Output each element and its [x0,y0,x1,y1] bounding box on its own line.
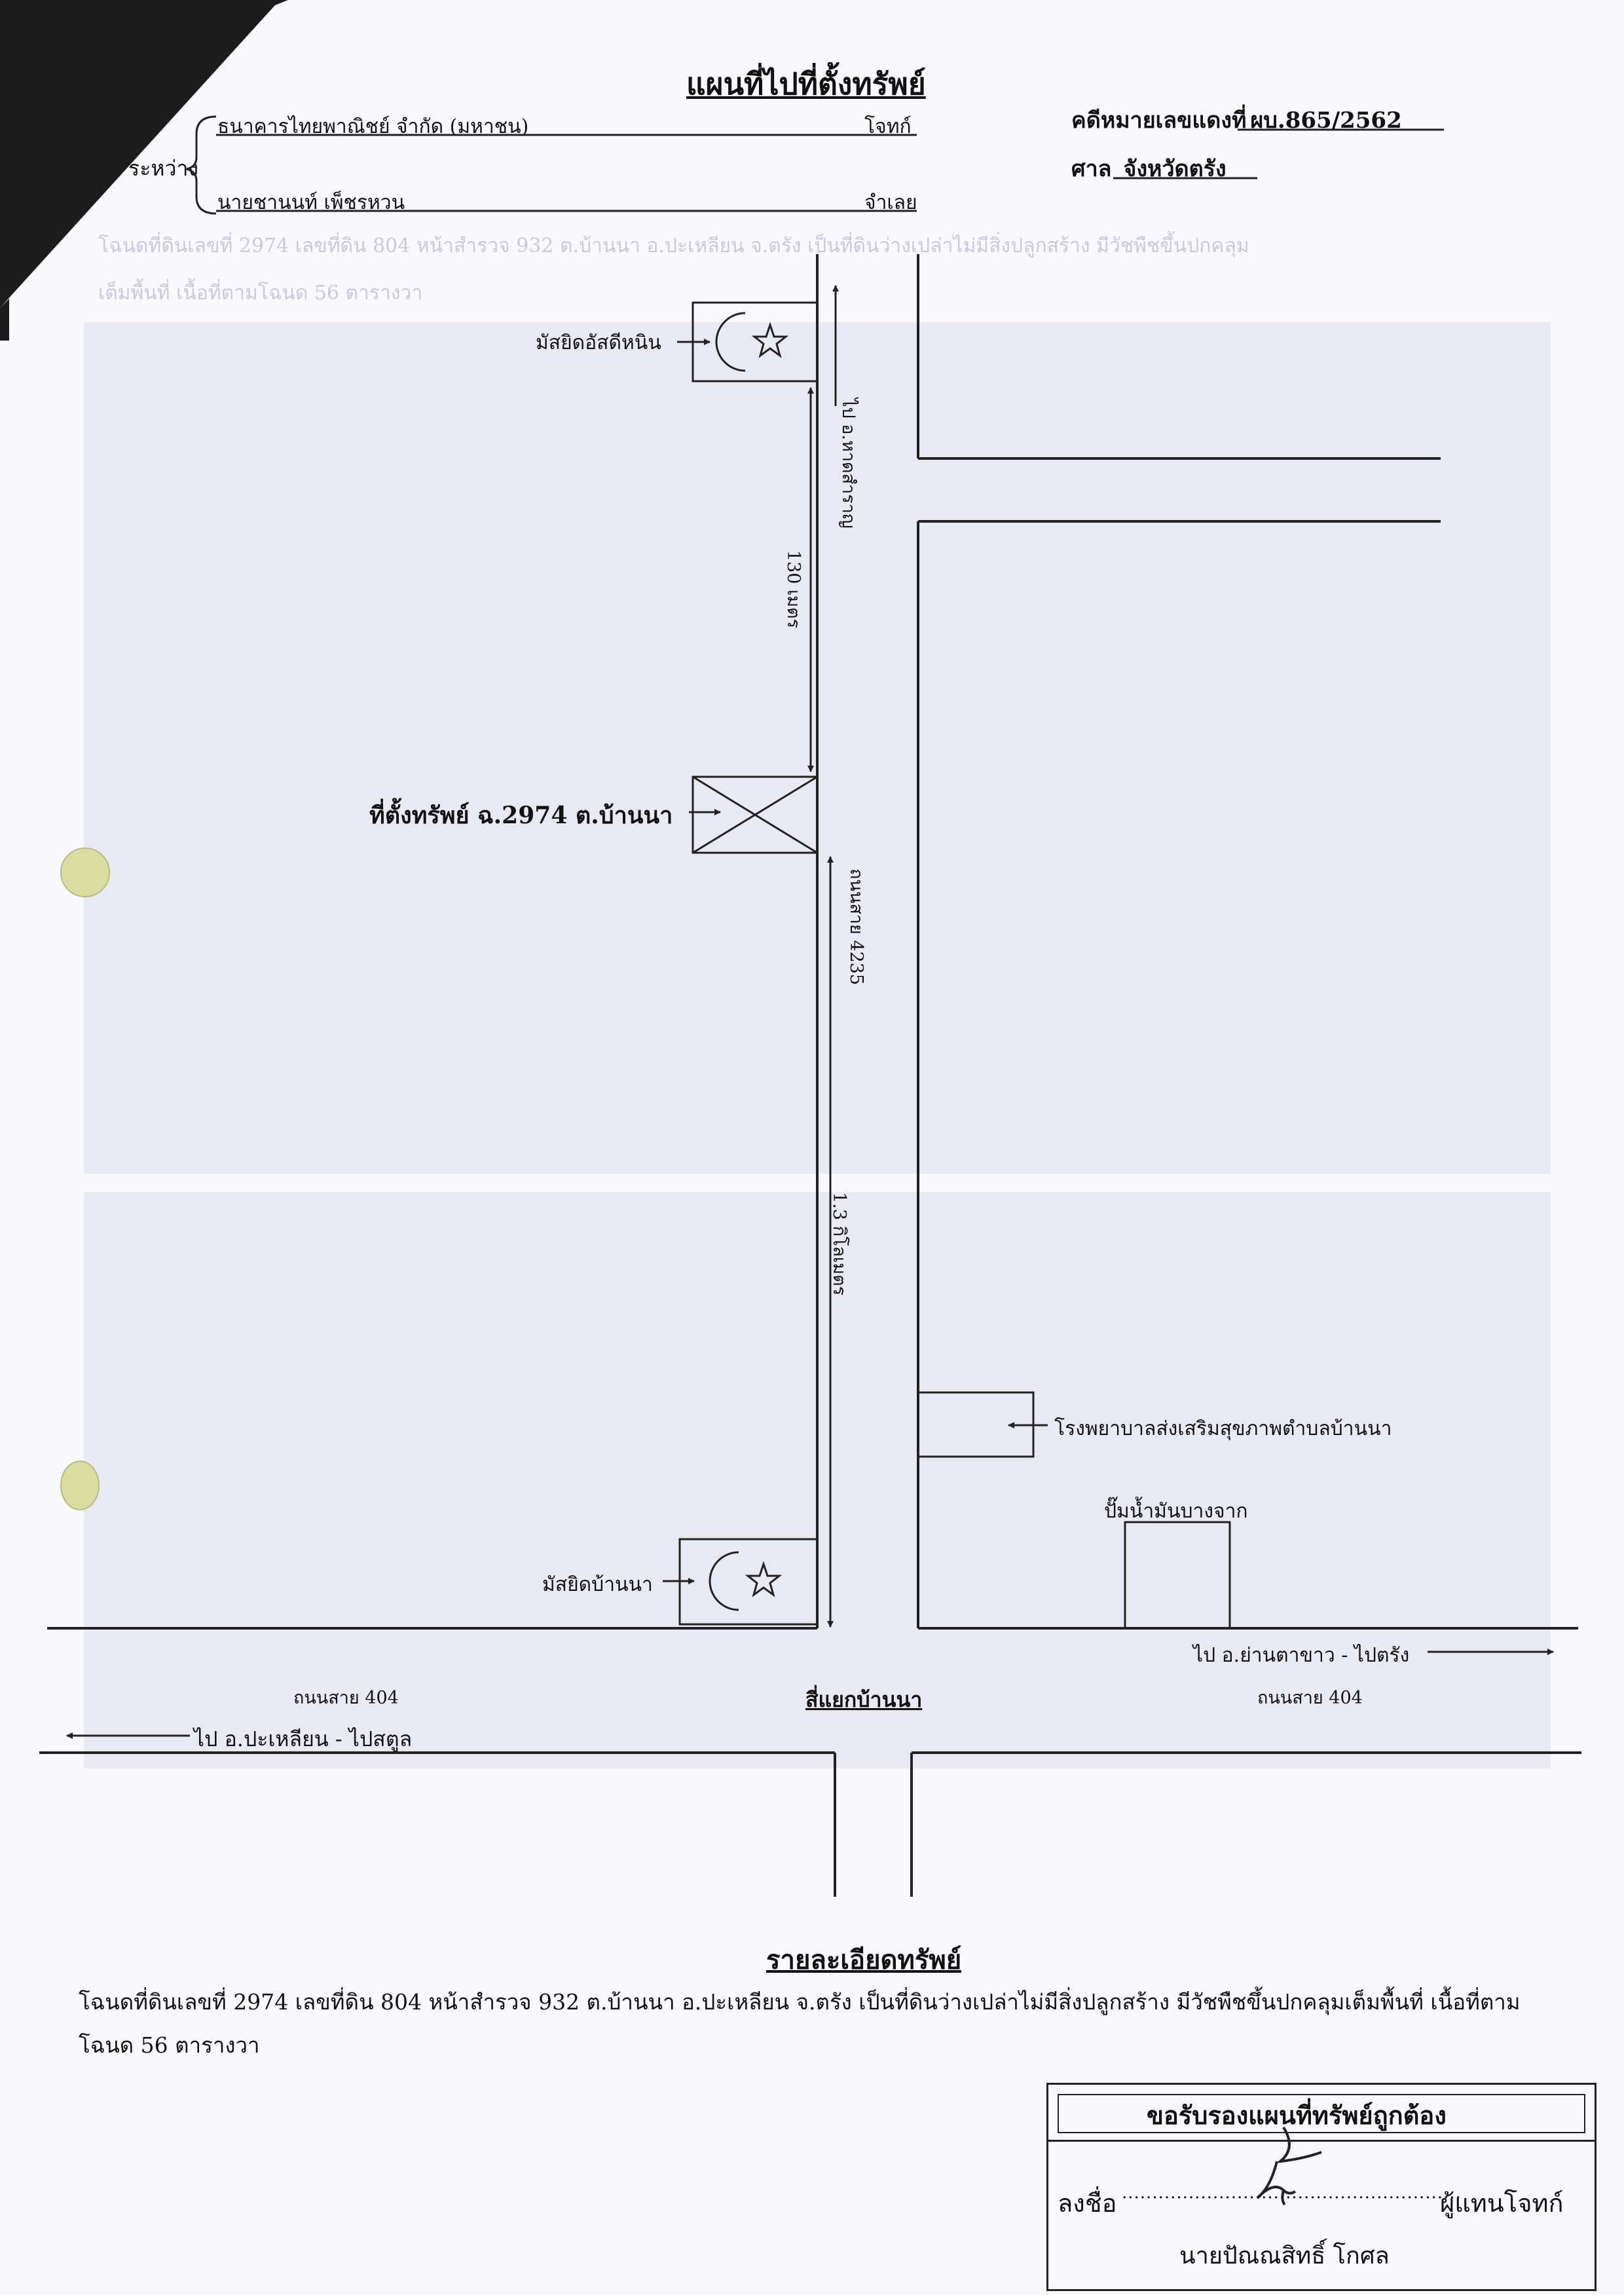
mosque-north-label: มัสยิดอัสดีหนิน [536,331,661,354]
distance-130m-label: 130 เมตร [783,550,803,629]
mosque-north-box [692,301,819,382]
road-404-right-label: ถนนสาย 404 [1257,1688,1363,1708]
hospital-label: โรงพยาบาลส่งเสริมสุขภาพตำบลบ้านนา [1054,1417,1392,1440]
defendant-role: จำเลย [864,191,917,214]
signer-name: นายปัณณสิทธิ์ โกศล [1179,2243,1390,2269]
page-title: แผนที่ไปที่ตั้งทรัพย์ [686,66,926,102]
court-prefix: ศาล [1071,156,1112,182]
certification-heading-frame [1058,2094,1585,2133]
to-hat-samran-label: ไป อ.หาดสำราญ [838,398,858,529]
sign-label: ลงชื่อ [1058,2189,1117,2218]
gas-station-box [1124,1521,1231,1630]
signature-dots: ........................................… [1122,2183,1462,2203]
case-number-label: คดีหมายเลขแดงที่ผบ.865/2562 [1071,102,1402,138]
road-404-left-label: ถนนสาย 404 [293,1688,399,1708]
certification-divider [1048,2140,1595,2142]
junction-label: สี่แยกบ้านนา [805,1687,923,1712]
distance-1300m-label: 1.3 กิโลเมตร [829,1192,849,1296]
plaintiff-name: ธนาคารไทยพาณิชย์ จำกัด (มหาชน) [217,115,529,138]
gas-station-label: ปั๊มน้ำมันบางจาก [1104,1500,1248,1523]
property-cross-2 [692,775,818,854]
property-label: ที่ตั้งทรัพย์ ฉ.2974 ต.บ้านนา [369,802,673,829]
scan-corner [0,0,288,341]
certification-box: ขอรับรองแผนที่ทรัพย์ถูกต้อง ลงชื่อ .....… [1046,2083,1596,2291]
certification-heading: ขอรับรองแผนที่ทรัพย์ถูกต้อง [1147,2100,1447,2130]
details-body: โฉนดที่ดินเลขที่ 2974 เลขที่ดิน 804 หน้า… [79,1989,1521,2058]
case-prefix: คดีหมายเลขแดงที่ [1071,107,1247,134]
mosque-north-icon [715,312,789,372]
details-heading: รายละเอียดทรัพย์ [766,1945,962,1975]
property-box [692,775,819,854]
ghost-text-line2: เต็มพื้นที่ เนื้อที่ตามโฉนด 56 ตารางวา [98,282,423,305]
court-name: จังหวัดตรัง [1123,156,1227,182]
to-pa-lian-label: ไป อ.ปะเหลียน - ไปสตูล [194,1726,413,1751]
mosque-south-icon [709,1551,783,1611]
signature-scribble [1256,2126,1322,2206]
mosque-south-label: มัสยิดบ้านนา [542,1573,653,1596]
road-4235-label: ถนนสาย 4235 [846,868,866,986]
mosque-south-box [678,1538,819,1626]
punch-hole-top [60,848,110,897]
ghost-text-line1: โฉนดที่ดินเลขที่ 2974 เลขที่ดิน 804 หน้า… [98,234,1249,257]
signer-role: ผู้แทนโจทก์ [1440,2189,1564,2218]
to-yan-ta-khao-label: ไป อ.ย่านตาขาว - ไปตรัง [1193,1644,1410,1667]
court-label: ศาล จังหวัดตรัง [1071,151,1227,186]
plaintiff-role: โจทก์ [864,115,912,138]
case-number: ผบ.865/2562 [1250,107,1402,134]
punch-hole-bottom [60,1461,100,1510]
defendant-name: นายชานนท์ เพ็ชรหวน [217,191,405,214]
